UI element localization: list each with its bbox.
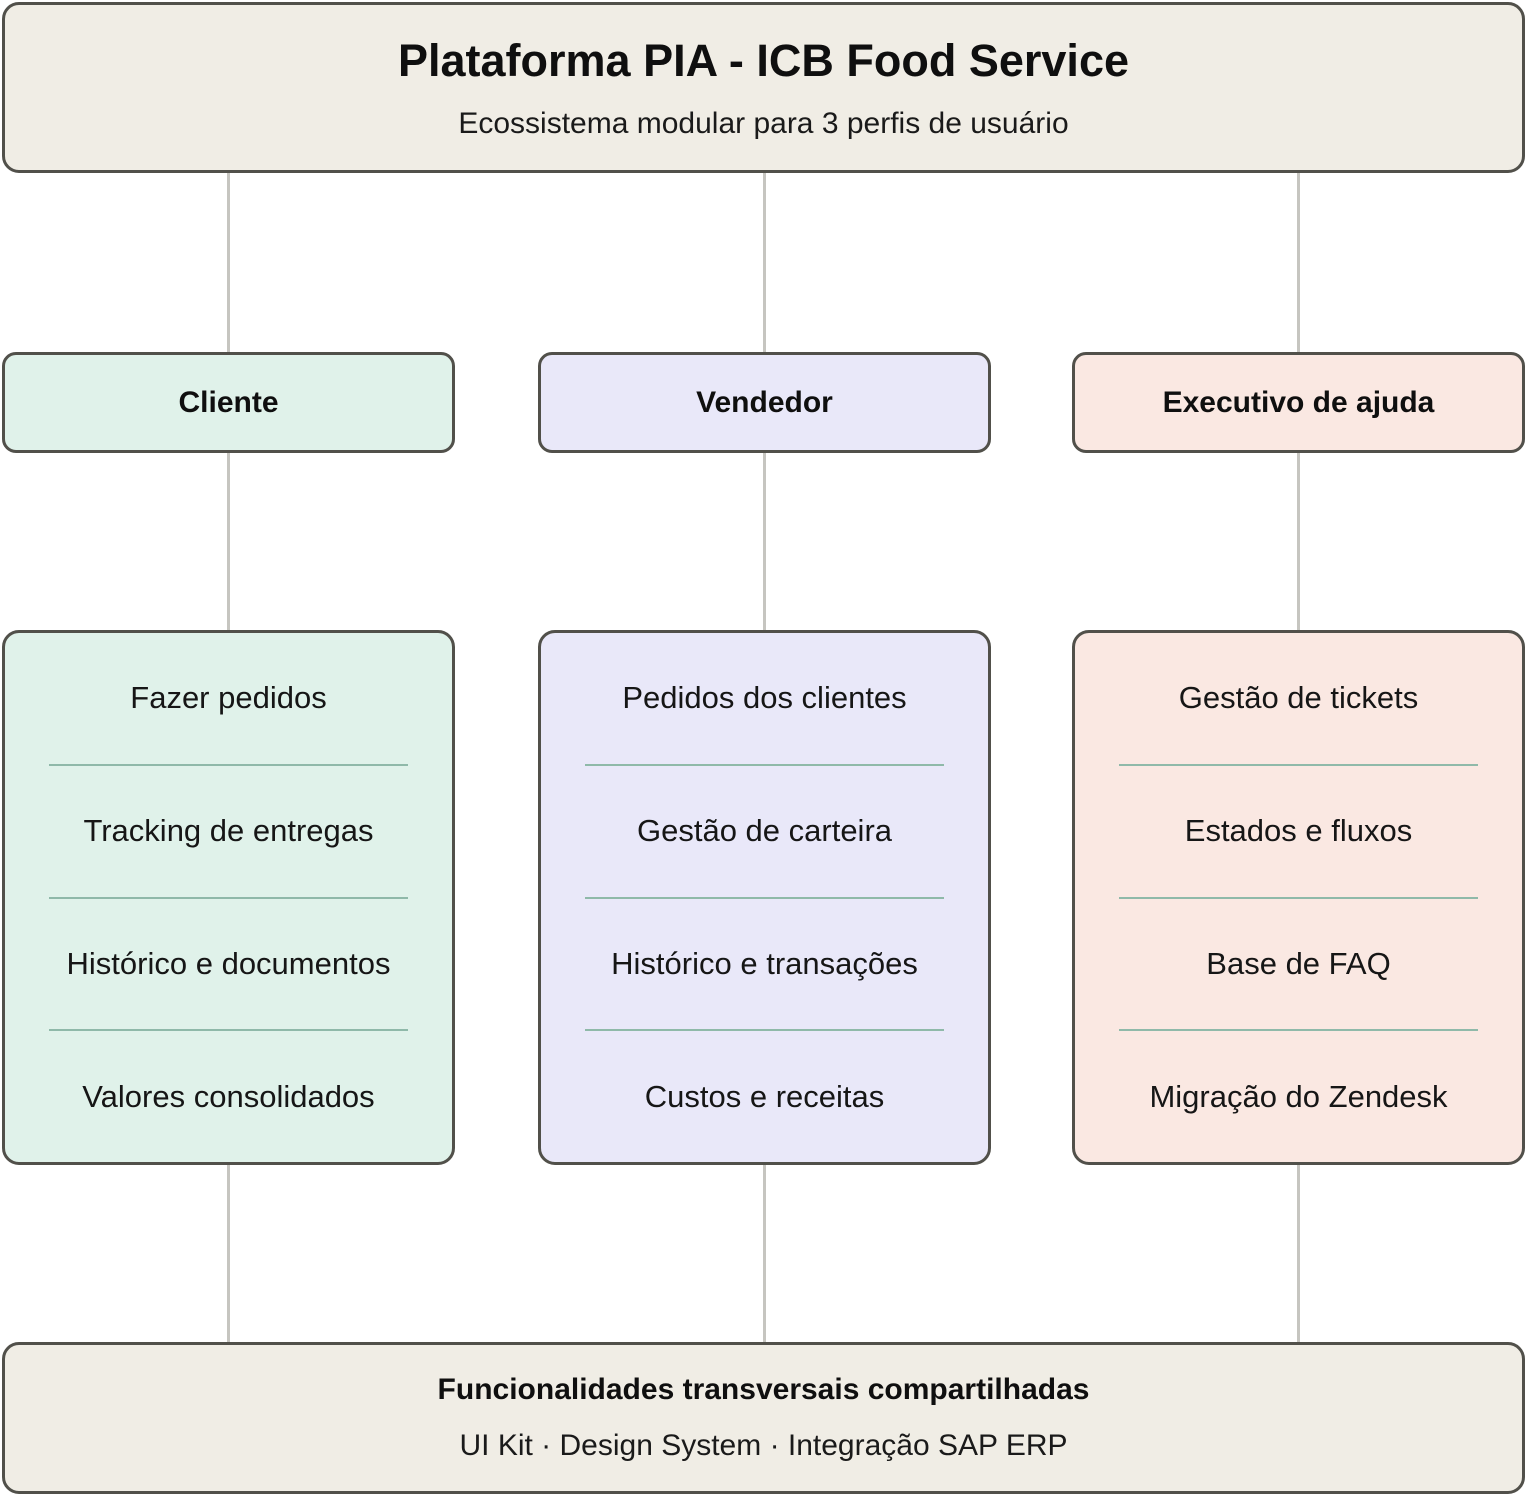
footer-subtitle: UI Kit · Design System · Integração SAP … <box>459 1429 1068 1462</box>
feature-item: Fazer pedidos <box>130 680 327 716</box>
feature-item: Custos e receitas <box>644 1078 885 1114</box>
feature-item: Gestão de tickets <box>1178 680 1419 716</box>
feature-item: Migração do Zendesk <box>1149 1078 1448 1114</box>
header-node: Plataforma PIA - ICB Food Service Ecossi… <box>2 2 1525 173</box>
feature-item: Tracking de entregas <box>83 813 374 849</box>
diagram-subtitle: Ecossistema modular para 3 perfis de usu… <box>458 106 1069 140</box>
profile-node-cliente: Cliente <box>2 352 455 453</box>
feature-item: Estados e fluxos <box>1184 813 1413 849</box>
feature-item: Histórico e transações <box>611 945 918 981</box>
feature-panel-cliente: Fazer pedidos Tracking de entregas Histó… <box>2 630 455 1165</box>
footer-title: Funcionalidades transversais compartilha… <box>437 1373 1090 1406</box>
feature-panel-executivo: Gestão de tickets Estados e fluxos Base … <box>1072 630 1525 1165</box>
feature-item: Pedidos dos clientes <box>622 680 907 716</box>
feature-divider <box>1119 763 1478 766</box>
feature-divider <box>49 763 408 766</box>
feature-panel-vendedor: Pedidos dos clientes Gestão de carteira … <box>538 630 991 1165</box>
feature-divider <box>585 763 944 766</box>
profile-label: Executivo de ajuda <box>1162 385 1435 419</box>
feature-item: Histórico e documentos <box>66 945 391 981</box>
feature-divider <box>1119 1029 1478 1032</box>
feature-divider <box>585 1029 944 1032</box>
feature-divider <box>49 1029 408 1032</box>
feature-item: Gestão de carteira <box>636 813 893 849</box>
profile-node-executivo: Executivo de ajuda <box>1072 352 1525 453</box>
feature-divider <box>49 896 408 899</box>
feature-divider <box>1119 896 1478 899</box>
footer-node: Funcionalidades transversais compartilha… <box>2 1342 1525 1494</box>
diagram-title: Plataforma PIA - ICB Food Service <box>397 34 1129 86</box>
profile-label: Cliente <box>178 385 279 419</box>
profile-label: Vendedor <box>696 385 833 419</box>
feature-item: Valores consolidados <box>82 1078 375 1114</box>
feature-divider <box>585 896 944 899</box>
profile-node-vendedor: Vendedor <box>538 352 991 453</box>
feature-item: Base de FAQ <box>1206 945 1391 981</box>
